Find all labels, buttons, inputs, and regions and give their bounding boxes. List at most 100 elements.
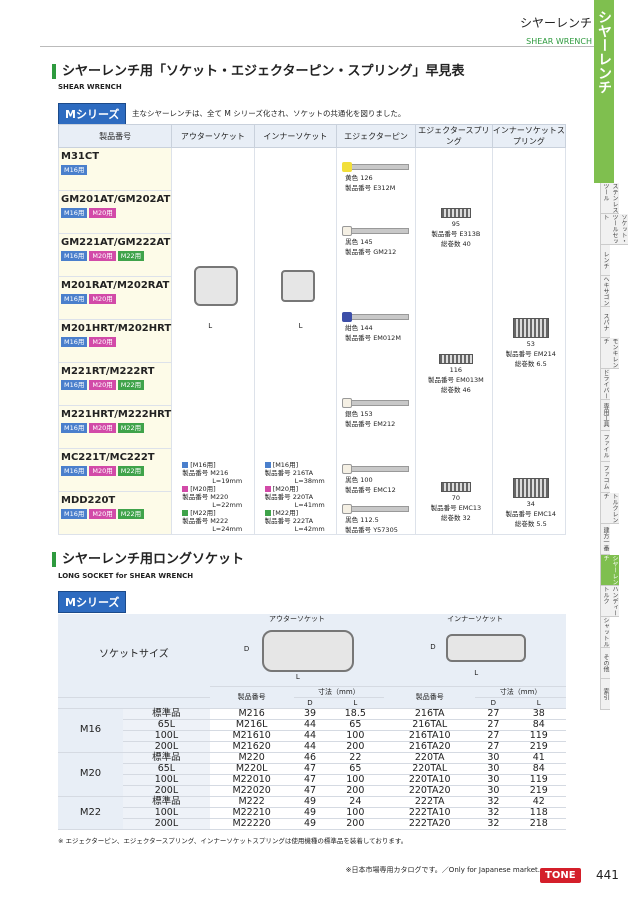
tone-logo: TONE (540, 868, 581, 883)
table-cell: 65 (326, 719, 385, 731)
sidebar-tab[interactable]: ハンディートルク (600, 586, 619, 617)
page-number: 441 (596, 868, 619, 882)
outer-m22-part: 製品番号 M222 (182, 517, 229, 525)
table-cell: 218 (511, 818, 566, 830)
table-cell: M21610 (209, 730, 294, 742)
tag-m16: M16用 (61, 509, 88, 519)
tag-m16: M16用 (61, 251, 88, 261)
sidebar-tab[interactable]: シヤーレンチ (600, 555, 619, 586)
sidebar-tab[interactable]: スパナ (600, 307, 610, 338)
tag-m16: M16用 (61, 165, 88, 175)
sidebar-tab[interactable]: ソケット・ツールセット (600, 214, 628, 245)
tag-m20: M20用 (89, 509, 116, 519)
outer-dim-head: 寸法（mm） (293, 686, 385, 698)
outer-dim-label: L (208, 322, 213, 330)
outer-d-label: D (243, 645, 250, 653)
sidebar-tab[interactable]: ヘキサゴン (600, 276, 610, 307)
section1-subtitle: SHEAR WRENCH (58, 83, 122, 91)
table-cell: 220TA (384, 752, 476, 764)
table-cell: M22010 (209, 774, 294, 786)
product-name: M201HRT/M202HRT (61, 323, 172, 334)
inner-m16-head: [M16用] (264, 461, 325, 469)
table-cell: 222TA20 (384, 818, 476, 830)
size-cell: M20 (58, 752, 123, 797)
product-cell: M31CT M16用 (57, 147, 173, 191)
series-badge-2: Mシリーズ (58, 591, 127, 613)
inner-m20-head: [M20用] (264, 485, 325, 493)
sidebar-tab[interactable]: 専用工具 (600, 400, 610, 431)
table-cell: 42 (511, 796, 566, 808)
sidebar-tab[interactable]: シャットル (600, 617, 610, 648)
table-cell: 200L (123, 818, 210, 830)
table-cell: 200L (123, 785, 210, 797)
table-cell: 100L (123, 774, 210, 786)
outer-m20-head: [M20用] (182, 485, 242, 493)
outer-m22-len: L=24mm (212, 525, 243, 533)
sidebar-tab[interactable]: ステンレスツール (600, 183, 619, 214)
header-title-jp: シヤーレンチ (519, 16, 592, 30)
outer-l-label: L (295, 673, 300, 681)
table-cell: 30 (475, 774, 512, 786)
product-name: M31CT (61, 151, 100, 162)
footnote: ※ エジェクターピン、エジェクタースプリング、インナーソケットスプリングは使用機… (58, 837, 408, 845)
table-cell: 標準品 (123, 796, 210, 808)
sidebar-tab[interactable]: 建方一番 (600, 524, 610, 555)
table-cell: 30 (475, 763, 512, 775)
table-cell: 216TA10 (384, 730, 476, 742)
table-cell: M220 (209, 752, 294, 764)
table-cell: 39 (293, 708, 327, 720)
size-cell: M22 (58, 796, 123, 830)
product-name: GM221AT/GM222AT (61, 237, 171, 248)
tag-m20: M20用 (89, 466, 116, 476)
sidebar-tab[interactable]: ファコム (600, 462, 610, 493)
table-cell: 100 (326, 774, 385, 786)
sidebar-tab[interactable]: レンチ (600, 245, 610, 276)
col-ejector-pin: エジェクターピン (336, 124, 416, 148)
sidebar-tab[interactable]: モンキレンチ (600, 338, 619, 369)
table-cell: 38 (511, 708, 566, 720)
table-cell: M21620 (209, 741, 294, 753)
table-cell: 46 (293, 752, 327, 764)
size-header: ソケットサイズ (58, 614, 210, 698)
table-cell: 200 (326, 741, 385, 753)
product-name: M201RAT/M202RAT (61, 280, 170, 291)
header-divider (40, 46, 594, 47)
inner-m20-part: 製品番号 220TA (264, 493, 314, 501)
sidebar-tab[interactable]: その他 (600, 648, 610, 679)
long-socket-table: ソケットサイズ アウターソケット D L インナーソケット D L 製品番号 寸… (58, 614, 566, 830)
inner-dim-head: 寸法（mm） (475, 686, 566, 698)
table-cell: 44 (293, 719, 327, 731)
table-cell: 47 (293, 785, 327, 797)
outer-m22-head: [M22用] (182, 509, 242, 517)
sidebar-tab[interactable]: 索引 (600, 679, 610, 710)
table-cell: 41 (511, 752, 566, 764)
sidebar-tab[interactable]: ファイル (600, 431, 610, 462)
section2-subtitle: LONG SOCKET for SHEAR WRENCH (58, 572, 194, 580)
table-cell: 100L (123, 730, 210, 742)
tag-m22: M22用 (117, 251, 145, 261)
inner-head-label: インナーソケット (447, 615, 504, 623)
tag-m20: M20用 (89, 208, 116, 218)
sidebar-tab[interactable]: トルクレンチ (600, 493, 619, 524)
tag-m16: M16用 (61, 208, 88, 218)
sidebar-title: シヤーレンチ (594, 0, 614, 183)
sidebar-tab[interactable]: ドライバー (600, 369, 610, 400)
product-name: MC221T/MC222T (61, 452, 155, 463)
table-cell: 24 (326, 796, 385, 808)
header-title-en: SHEAR WRENCH (526, 37, 592, 46)
table-cell: 30 (475, 752, 512, 764)
